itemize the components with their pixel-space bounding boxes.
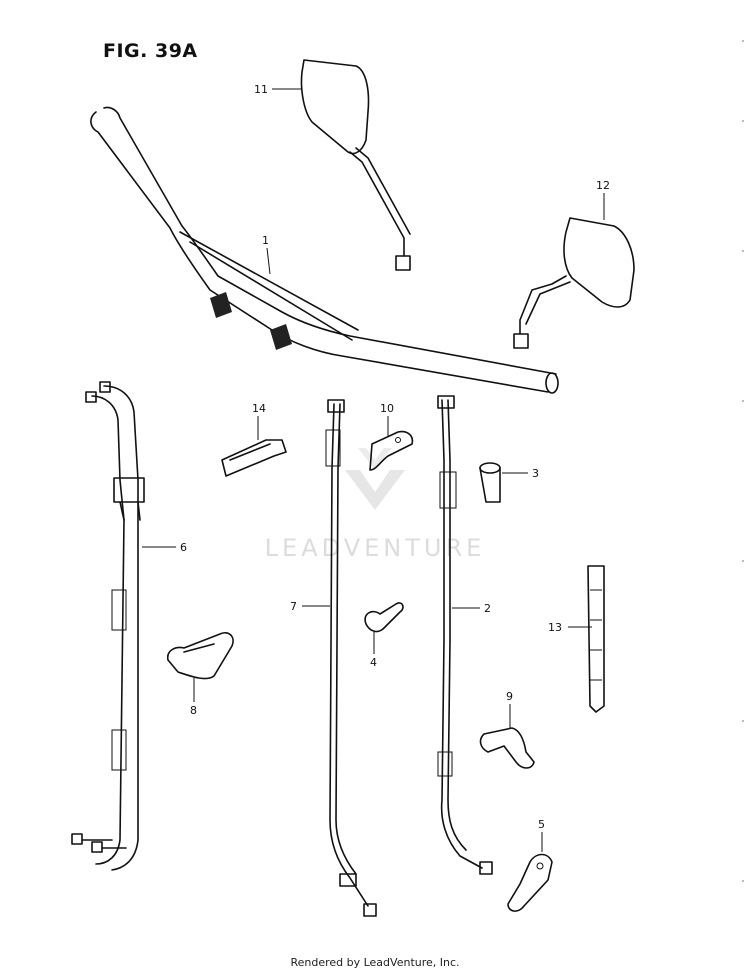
mirror-left-part[interactable] xyxy=(300,59,411,271)
callout-2: 2 xyxy=(484,602,491,615)
edge-mark xyxy=(742,120,744,122)
callout-9: 9 xyxy=(506,690,513,703)
wire-clip-part[interactable] xyxy=(221,439,287,477)
callout-6: 6 xyxy=(180,541,187,554)
edge-mark xyxy=(742,400,744,402)
callout-4: 4 xyxy=(370,656,377,669)
edge-mark xyxy=(742,560,744,562)
edge-mark xyxy=(742,40,744,42)
watermark: LEADVENTURE xyxy=(265,448,486,562)
throttle-cable-part[interactable] xyxy=(71,381,145,871)
edge-mark xyxy=(742,880,744,882)
bracket-part-10[interactable] xyxy=(369,430,414,471)
band-part[interactable] xyxy=(587,565,605,713)
handlebar-part[interactable] xyxy=(90,106,559,394)
clutch-cable-part[interactable] xyxy=(437,395,493,875)
mirror-right-part[interactable] xyxy=(513,217,635,349)
edge-mark xyxy=(742,250,744,252)
callout-14: 14 xyxy=(252,402,266,415)
edge-mark xyxy=(742,720,744,722)
holder-part[interactable] xyxy=(479,727,535,769)
callout-11: 11 xyxy=(254,83,268,96)
callout-10: 10 xyxy=(380,402,394,415)
callout-12: 12 xyxy=(596,179,610,192)
figure-title: FIG. 39A xyxy=(103,40,198,62)
guide-part[interactable] xyxy=(166,631,234,680)
callout-5: 5 xyxy=(538,818,545,831)
callouts: 1 2 3 4 5 6 7 8 9 10 11 12 13 14 xyxy=(142,83,610,852)
callout-8: 8 xyxy=(190,704,197,717)
brake-cable-part[interactable] xyxy=(325,399,377,917)
rubber-cap-part[interactable] xyxy=(479,462,501,503)
callout-13: 13 xyxy=(548,621,562,634)
callout-3: 3 xyxy=(532,467,539,480)
watermark-text: LEADVENTURE xyxy=(265,534,486,562)
bracket-part-5[interactable] xyxy=(507,853,553,912)
callout-7: 7 xyxy=(290,600,297,613)
callout-1: 1 xyxy=(262,234,269,247)
footer-credit: Rendered by LeadVenture, Inc. xyxy=(290,956,460,969)
clamp-part-4[interactable] xyxy=(364,602,404,633)
